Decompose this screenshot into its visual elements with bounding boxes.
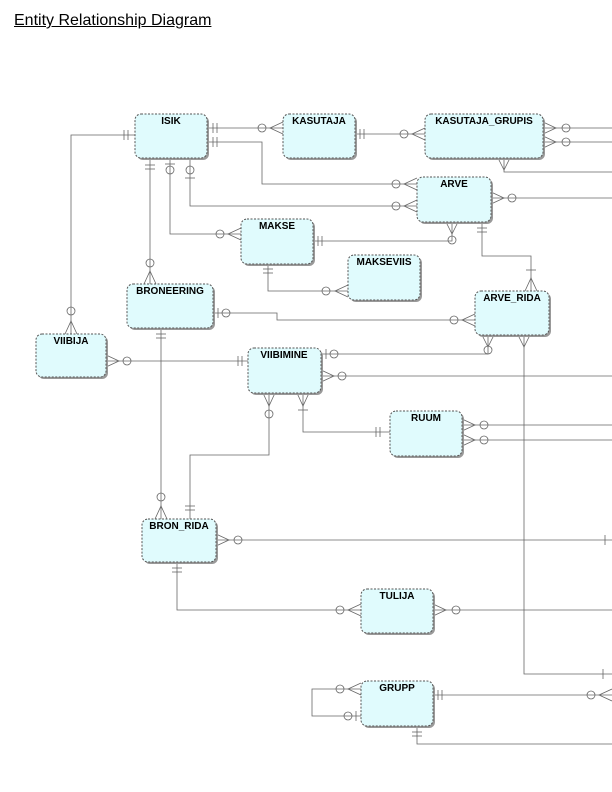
rel-viibimine-arverida (321, 335, 489, 355)
entity-grupp[interactable]: GRUPP (360, 680, 435, 728)
entity-tulija[interactable]: TULIJA (360, 588, 435, 635)
entity-label: BRONEERING (136, 286, 204, 297)
entity-arve-rida[interactable]: ARVE_RIDA (474, 290, 551, 337)
rel-grupis-bottom (503, 158, 612, 173)
diagram-title: Entity Relationship Diagram (14, 12, 212, 29)
entity-label: MAKSEVIIS (356, 257, 411, 268)
rel-isik-viibija (70, 134, 135, 334)
entity-label: ARVE (440, 179, 468, 190)
rel-isik-arve (207, 141, 417, 185)
rel-viibimine-bronrida (189, 393, 270, 519)
rel-grupis-offpage (543, 127, 612, 143)
relationship-lines (64, 121, 612, 745)
entity-makseviis[interactable]: MAKSEVIIS (347, 254, 422, 302)
entity-label: GRUPP (379, 683, 415, 694)
entity-label: VIIBIMINE (260, 350, 308, 361)
entity-label: RUUM (411, 413, 441, 424)
entity-isik[interactable]: ISIK (134, 113, 209, 160)
entity-arve[interactable]: ARVE (416, 176, 493, 224)
rel-arverida-down (523, 335, 612, 675)
entity-kasutaja[interactable]: KASUTAJA (282, 113, 357, 160)
entity-label: ARVE_RIDA (483, 293, 541, 304)
rel-viibimine-ruum (302, 393, 390, 433)
entity-label: TULIJA (380, 591, 415, 602)
entity-label: ISIK (161, 116, 181, 127)
entity-viibimine[interactable]: VIIBIMINE (247, 347, 323, 395)
rel-broneering-arverida (213, 312, 475, 321)
rel-bronrida-tulija (176, 562, 361, 611)
entity-label: VIIBIJA (53, 336, 88, 347)
rel-makse-arve (313, 222, 453, 242)
rel-isik-makse (169, 158, 241, 235)
rel-arve-arverida (481, 222, 532, 291)
entity-kasutaja-grupis[interactable]: KASUTAJA_GRUPIS (424, 113, 545, 160)
entity-viibija[interactable]: VIIBIJA (35, 333, 108, 379)
entity-label: MAKSE (259, 221, 295, 232)
rel-isik-arve-2 (189, 158, 417, 207)
rel-grupp-self (311, 688, 361, 717)
entity-broneering[interactable]: BRONEERING (126, 283, 215, 330)
entity-label: KASUTAJA (292, 116, 346, 127)
entity-label: KASUTAJA_GRUPIS (435, 116, 533, 127)
entity-makse[interactable]: MAKSE (240, 218, 315, 266)
entity-label: BRON_RIDA (149, 521, 208, 532)
entity-ruum[interactable]: RUUM (389, 410, 464, 458)
rel-makse-makseviis (267, 264, 348, 292)
entity-bron-rida[interactable]: BRON_RIDA (141, 518, 218, 564)
